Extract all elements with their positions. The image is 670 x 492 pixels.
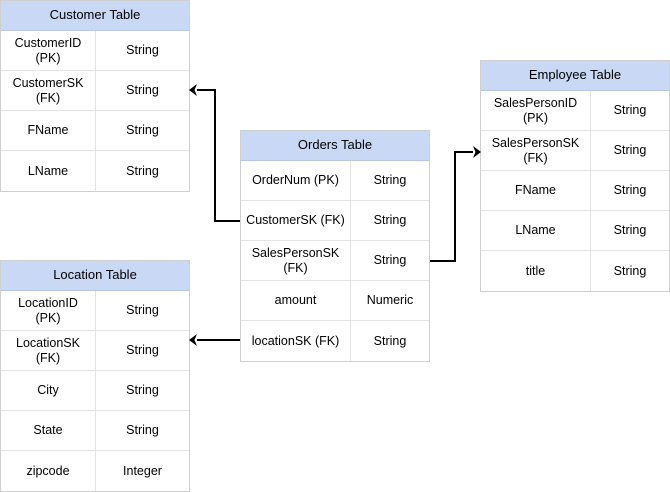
field-name: FName [1, 111, 96, 150]
table-row[interactable]: amount Numeric [241, 281, 429, 321]
table-row[interactable]: CustomerID (PK) String [1, 31, 189, 71]
field-name: LocationID (PK) [1, 291, 96, 330]
field-type: String [373, 253, 407, 268]
field-type: String [613, 223, 647, 238]
field-name: zipcode [1, 451, 96, 491]
field-type: Numeric [366, 293, 414, 308]
table-row[interactable]: zipcode Integer [1, 451, 189, 491]
table-row[interactable]: CustomerSK (FK) String [241, 201, 429, 241]
table-row[interactable]: City String [1, 371, 189, 411]
table-row[interactable]: SalesPersonSK (FK) String [241, 241, 429, 281]
field-type: String [373, 173, 407, 188]
field-name: City [1, 371, 96, 410]
table-row[interactable]: LName String [481, 211, 669, 251]
field-type: String [126, 83, 159, 98]
table-row[interactable]: SalesPersonID (PK) String [481, 91, 669, 131]
field-type: String [373, 333, 407, 348]
field-type: Integer [123, 463, 162, 478]
field-type: String [613, 103, 647, 118]
table-row[interactable]: LocationID (PK) String [1, 291, 189, 331]
table-location[interactable]: Location Table LocationID (PK) String Lo… [0, 260, 190, 492]
table-orders[interactable]: Orders Table OrderNum (PK) String Custom… [240, 130, 430, 362]
table-row[interactable]: LocationSK (FK) String [1, 331, 189, 371]
field-type: String [126, 343, 159, 358]
connector-orders-to-customer [189, 84, 240, 222]
table-row[interactable]: LName String [1, 151, 189, 191]
field-name: SalesPersonSK (FK) [481, 131, 591, 170]
field-name: amount [241, 281, 351, 320]
field-name: CustomerID (PK) [1, 31, 96, 70]
connector-orders-to-location [189, 334, 240, 346]
table-employee[interactable]: Employee Table SalesPersonID (PK) String… [480, 60, 670, 292]
table-employee-title: Employee Table [481, 61, 669, 91]
connector-orders-to-employee [430, 146, 481, 262]
field-name: CustomerSK (FK) [1, 71, 96, 110]
field-name: LName [1, 151, 96, 191]
table-row[interactable]: locationSK (FK) String [241, 321, 429, 361]
table-row[interactable]: FName String [481, 171, 669, 211]
field-type: String [126, 423, 159, 438]
table-customer-title: Customer Table [1, 1, 189, 31]
field-type: String [126, 123, 159, 138]
field-type: String [126, 303, 159, 318]
field-type: String [613, 263, 647, 278]
field-type: String [126, 43, 159, 58]
field-type: String [373, 213, 407, 228]
table-row[interactable]: CustomerSK (FK) String [1, 71, 189, 111]
field-type: String [613, 143, 647, 158]
field-type: String [126, 383, 159, 398]
field-type: String [126, 163, 159, 178]
field-name: OrderNum (PK) [241, 161, 351, 200]
field-name: FName [481, 171, 591, 210]
field-name: locationSK (FK) [241, 321, 351, 361]
table-row[interactable]: State String [1, 411, 189, 451]
field-name: LocationSK (FK) [1, 331, 96, 370]
table-location-title: Location Table [1, 261, 189, 291]
field-name: title [481, 251, 591, 291]
table-row[interactable]: SalesPersonSK (FK) String [481, 131, 669, 171]
field-name: CustomerSK (FK) [241, 201, 351, 240]
field-type: String [613, 183, 647, 198]
field-name: LName [481, 211, 591, 250]
field-name: SalesPersonSK (FK) [241, 241, 351, 280]
table-customer[interactable]: Customer Table CustomerID (PK) String Cu… [0, 0, 190, 192]
field-name: SalesPersonID (PK) [481, 91, 591, 130]
field-name: State [1, 411, 96, 450]
table-orders-title: Orders Table [241, 131, 429, 161]
table-row[interactable]: title String [481, 251, 669, 291]
table-row[interactable]: FName String [1, 111, 189, 151]
table-row[interactable]: OrderNum (PK) String [241, 161, 429, 201]
